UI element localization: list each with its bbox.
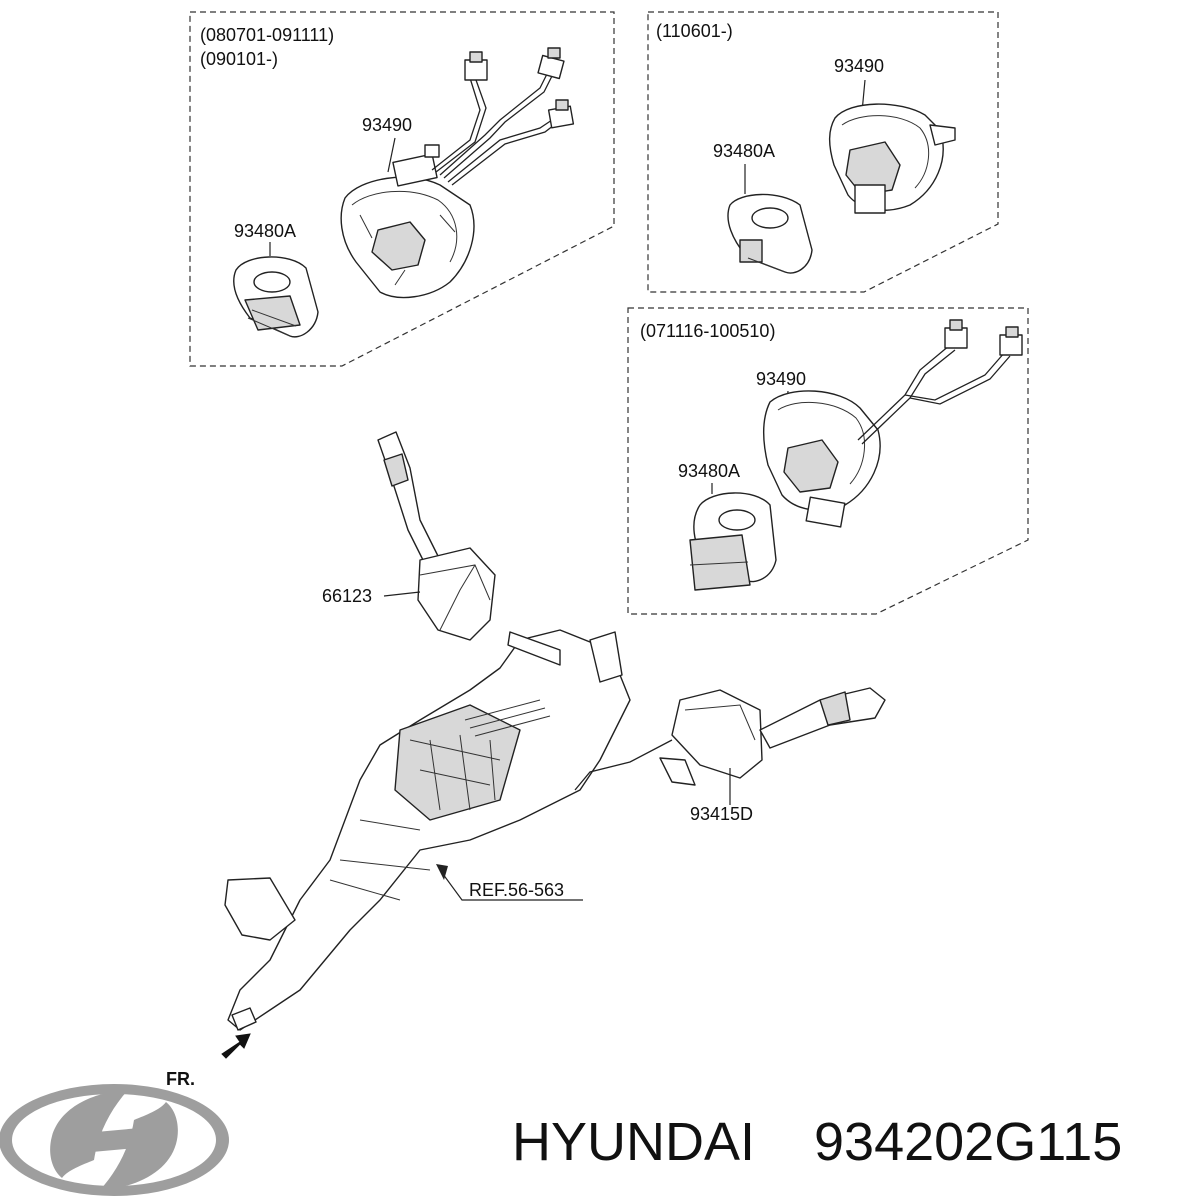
angle-sensor-93480a <box>727 193 813 274</box>
clock-spring-93490 <box>828 103 956 214</box>
panel-top-left-part-93480a: 93480A <box>234 221 296 241</box>
front-direction-label: FR. <box>166 1069 195 1089</box>
ref-leader <box>439 869 583 901</box>
panel-mid-right-range1: (071116-100510) <box>640 321 775 341</box>
part-label-66123: 66123 <box>322 586 372 606</box>
hyundai-logo-icon <box>0 1084 229 1196</box>
wire-harness <box>857 319 1023 445</box>
clock-spring-93490 <box>340 144 475 299</box>
brand-part-number: 934202G115 <box>814 1112 1122 1172</box>
column-detail <box>329 819 431 901</box>
tilt-springs <box>464 699 551 737</box>
panel-top-right-part-93480a: 93480A <box>713 141 775 161</box>
angle-sensor-93480a <box>232 256 319 338</box>
ref-arrow-icon <box>436 864 448 880</box>
wire-harness <box>431 47 575 186</box>
column-bracket <box>394 704 521 821</box>
column-shaft-top <box>589 631 623 683</box>
lower-mount-bracket <box>224 877 296 941</box>
leader-line <box>383 591 421 597</box>
steering-column-assembly: 66123 93415D REF.56-563 FR. <box>166 431 886 1089</box>
column-shaft-end <box>231 1007 257 1031</box>
column-housing <box>227 629 631 1031</box>
panel-top-right-range1: (110601-) <box>656 21 733 41</box>
panel-top-right-border <box>647 11 999 293</box>
panel-top-left-border <box>189 11 615 367</box>
panel-mid-right-part-93490: 93490 <box>756 369 806 389</box>
panel-mid-right-part-93480a: 93480A <box>678 461 740 481</box>
front-direction-arrow-icon <box>221 1033 251 1059</box>
panel-top-left-range2: (090101-) <box>200 49 278 69</box>
top-bracket <box>507 631 561 666</box>
panel-top-right: (110601-) 93490 93480A <box>647 11 999 293</box>
panel-mid-right-border <box>627 307 1029 615</box>
bracket-grid <box>409 734 501 811</box>
lever-switch-66123 <box>377 431 496 641</box>
brand-name: HYUNDAI <box>512 1112 755 1172</box>
panel-top-right-part-93490: 93490 <box>834 56 884 76</box>
lever-switch-93415d <box>574 687 886 791</box>
leader-line <box>387 137 396 173</box>
panel-top-left-range1: (080701-091111) <box>200 25 334 45</box>
panel-top-left-part-93490: 93490 <box>362 115 412 135</box>
clock-spring-93490 <box>763 390 881 528</box>
part-label-93415d: 93415D <box>690 804 753 824</box>
panel-top-left: (080701-091111) (090101-) 93490 93480A <box>189 11 615 367</box>
angle-sensor-93480a <box>689 492 777 591</box>
ref-label: REF.56-563 <box>469 880 564 900</box>
panel-mid-right: (071116-100510) 93490 93480A <box>627 307 1029 615</box>
